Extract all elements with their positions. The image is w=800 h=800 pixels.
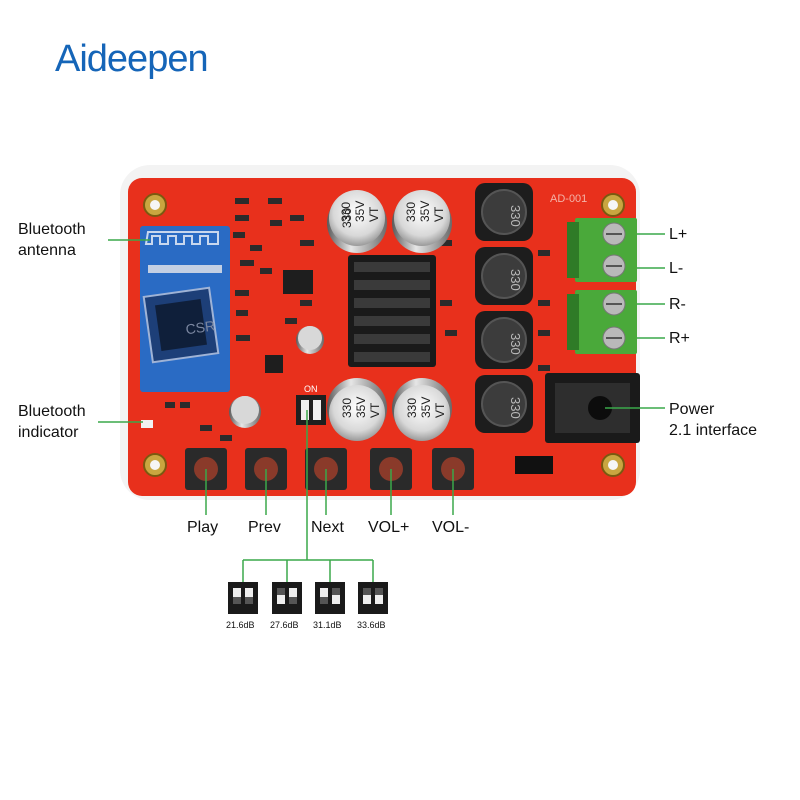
label-r-plus: R+ — [669, 330, 690, 347]
capacitors-top: 330 — [327, 190, 452, 253]
svg-text:330: 330 — [508, 397, 523, 419]
svg-text:CSR: CSR — [185, 317, 217, 337]
svg-text:VT: VT — [432, 206, 446, 222]
bluetooth-module: CSR — [140, 226, 230, 392]
label-l-plus: L+ — [669, 226, 688, 243]
svg-text:330: 330 — [508, 205, 523, 227]
label-bluetooth-antenna: Bluetooth antenna — [18, 221, 86, 259]
label-vol-plus: VOL+ — [368, 519, 410, 536]
gain-label-2: 27.6dB — [270, 620, 299, 630]
label-bluetooth-indicator: Bluetooth indicator — [18, 403, 86, 441]
svg-text:VT: VT — [433, 402, 447, 418]
gain-label-3: 31.1dB — [313, 620, 342, 630]
ic-chip — [283, 270, 313, 294]
speaker-terminals — [567, 218, 637, 354]
svg-text:330: 330 — [405, 398, 419, 418]
transistor — [265, 355, 283, 373]
label-r-minus: R- — [669, 296, 686, 313]
bt-led — [141, 420, 153, 428]
svg-text:35V: 35V — [354, 397, 368, 418]
svg-text:35V: 35V — [353, 201, 367, 222]
svg-text:330: 330 — [339, 202, 353, 222]
svg-text:330: 330 — [340, 398, 354, 418]
label-power-interface: Power 2.1 interface — [669, 401, 758, 439]
power-jack — [545, 373, 640, 443]
svg-text:35V: 35V — [418, 201, 432, 222]
svg-text:330: 330 — [508, 333, 523, 355]
label-l-minus: L- — [669, 260, 684, 277]
brand-logo-text: Aideepen — [55, 38, 209, 80]
svg-text:35V: 35V — [419, 397, 433, 418]
board-model-text: AD-001 — [550, 193, 587, 205]
brand-logo: Aideepen — [55, 38, 209, 81]
board-dip-on-text: ON — [304, 384, 318, 394]
svg-text:VT: VT — [367, 206, 381, 222]
label-prev: Prev — [248, 519, 281, 536]
gain-label-1: 21.6dB — [226, 620, 255, 630]
svg-text:330: 330 — [340, 208, 354, 228]
diode — [515, 456, 553, 474]
board-dip-switch — [296, 395, 326, 425]
dip-diagrams — [228, 582, 388, 614]
small-capacitors — [229, 326, 324, 428]
capacitors-bottom — [327, 378, 452, 441]
label-play: Play — [187, 519, 219, 536]
svg-text:VT: VT — [368, 402, 382, 418]
smd-components — [165, 198, 550, 441]
svg-text:330: 330 — [404, 202, 418, 222]
inductors — [475, 183, 533, 433]
svg-text:330: 330 — [508, 269, 523, 291]
gain-label-4: 33.6dB — [357, 620, 386, 630]
leader-lines — [98, 233, 665, 582]
label-vol-minus: VOL- — [432, 519, 470, 536]
heatsink — [348, 255, 436, 367]
label-next: Next — [311, 519, 344, 536]
